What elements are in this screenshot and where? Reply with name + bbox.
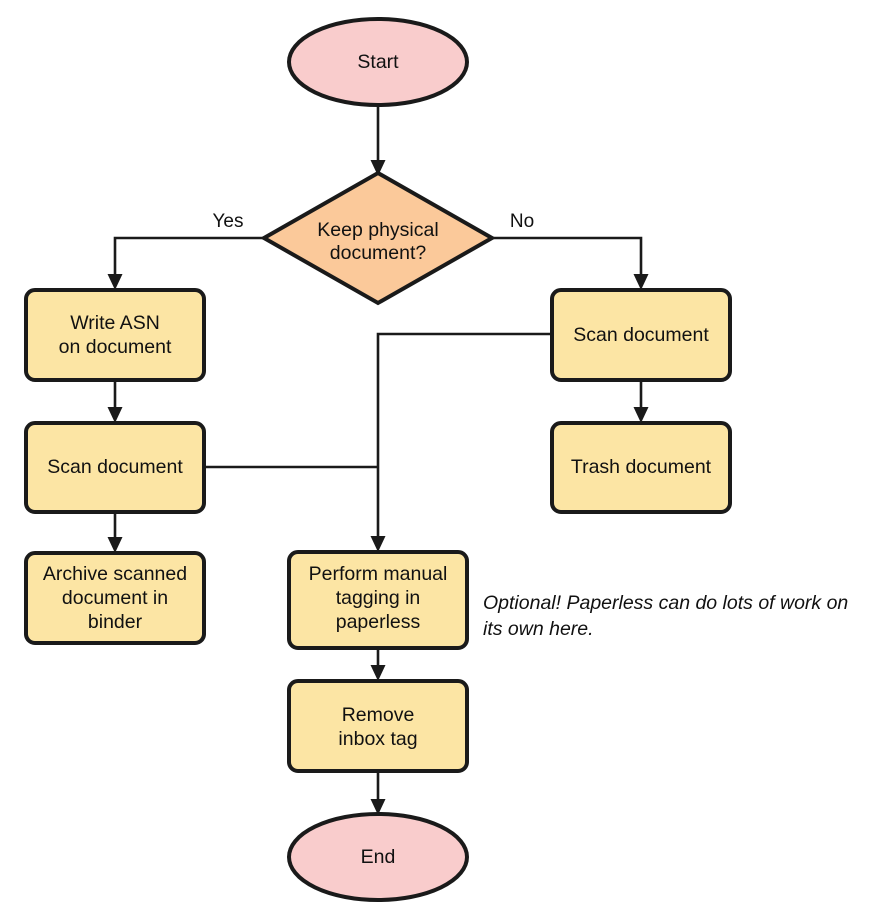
edge-decision-no-to-scan-right — [492, 236, 649, 290]
node-remove-inbox-label-line2: inbox tag — [338, 728, 417, 750]
edge-write-asn-to-scan-left — [107, 380, 123, 423]
manual-tagging-box[interactable] — [287, 550, 469, 650]
edge-remove-inbox-to-end — [370, 771, 386, 815]
node-archive-label-line3: binder — [88, 611, 143, 633]
node-start[interactable]: Start — [287, 17, 469, 107]
node-decision-label-line2: document? — [330, 242, 427, 264]
node-scan-document-left-label: Scan document — [47, 456, 183, 478]
trash-document-box[interactable] — [550, 421, 732, 514]
decision-diamond[interactable] — [259, 170, 497, 306]
edge-scan-right-to-manual-tagging — [370, 332, 552, 552]
edge-manual-tagging-to-remove-inbox — [370, 648, 386, 681]
scan-document-left-box[interactable] — [24, 421, 206, 514]
start-ellipse[interactable] — [287, 17, 469, 107]
end-ellipse[interactable] — [287, 812, 469, 902]
arrowhead-icon — [370, 536, 386, 552]
node-remove-inbox-label-line1: Remove — [342, 704, 415, 726]
edge-line — [492, 236, 643, 278]
node-write-asn-label-line2: on document — [59, 336, 172, 358]
arrowhead-icon — [107, 537, 123, 553]
arrowhead-icon — [107, 274, 123, 290]
edge-line — [376, 332, 552, 540]
write-asn-box[interactable] — [24, 288, 206, 382]
edge-scan-right-to-trash — [633, 380, 649, 423]
node-manual-tagging-label-line3: paperless — [336, 611, 421, 633]
node-end-label: End — [361, 846, 396, 868]
node-scan-document-right-label: Scan document — [573, 324, 709, 346]
arrowhead-icon — [370, 665, 386, 681]
node-scan-document-left[interactable]: Scan document — [24, 421, 206, 514]
node-start-label: Start — [357, 51, 399, 73]
node-archive-label-line2: document in — [62, 587, 168, 609]
arrowhead-icon — [370, 160, 386, 176]
edge-label-yes: Yes — [213, 211, 244, 232]
arrowhead-icon — [633, 274, 649, 290]
node-remove-inbox-tag[interactable]: Remove inbox tag — [287, 679, 469, 773]
node-write-asn-label-line1: Write ASN — [70, 312, 160, 334]
archive-box[interactable] — [24, 551, 206, 645]
node-scan-document-right[interactable]: Scan document — [550, 288, 732, 382]
node-perform-manual-tagging[interactable]: Perform manual tagging in paperless — [287, 550, 469, 650]
node-archive-scanned-document-in-binder[interactable]: Archive scanned document in binder — [24, 551, 206, 645]
node-manual-tagging-label-line1: Perform manual — [309, 563, 448, 585]
annotation-line2: its own here. — [483, 618, 594, 640]
node-trash-document-label: Trash document — [571, 456, 712, 478]
edge-decision-yes-to-write-asn — [107, 236, 264, 290]
arrowhead-icon — [633, 407, 649, 423]
edge-scan-left-to-archive — [107, 512, 123, 553]
node-end[interactable]: End — [287, 812, 469, 902]
annotation-optional-note: Optional! Paperless can do lots of work … — [483, 592, 848, 640]
scan-document-right-box[interactable] — [550, 288, 732, 382]
annotation-line1: Optional! Paperless can do lots of work … — [483, 592, 848, 614]
arrowhead-icon — [107, 407, 123, 423]
edge-label-no: No — [510, 211, 534, 232]
node-decision-keep-physical-document[interactable]: Keep physical document? — [259, 170, 497, 306]
node-manual-tagging-label-line2: tagging in — [336, 587, 421, 609]
arrowhead-icon — [370, 799, 386, 815]
node-write-asn-on-document[interactable]: Write ASN on document — [24, 288, 206, 382]
edge-line — [113, 236, 264, 278]
node-trash-document[interactable]: Trash document — [550, 421, 732, 514]
node-archive-label-line1: Archive scanned — [43, 563, 187, 585]
remove-inbox-tag-box[interactable] — [287, 679, 469, 773]
node-decision-label-line1: Keep physical — [317, 219, 438, 241]
edge-start-to-decision — [370, 105, 386, 176]
